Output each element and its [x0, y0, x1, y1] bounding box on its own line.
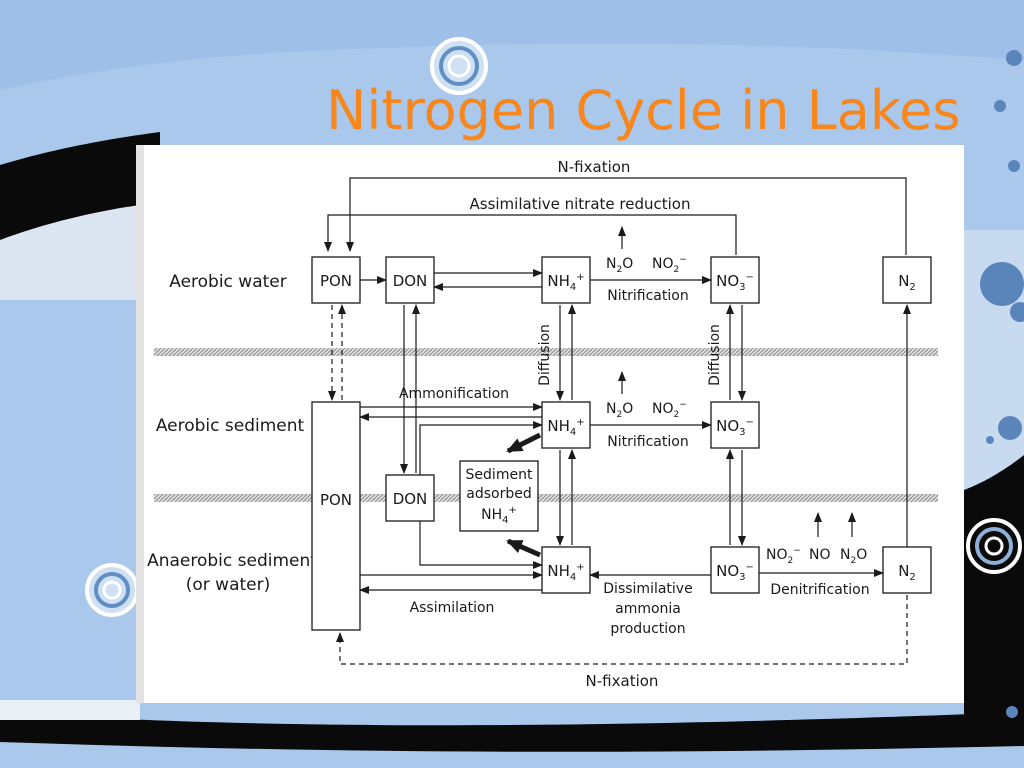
zone-label-anaerobic-sediment: Anaerobic sediment [147, 551, 317, 571]
label-sediment-adsorbed-3: NH4+ [481, 505, 517, 526]
label-nh4-aerobic-sediment: NH4+ [547, 417, 584, 438]
dot-ornaments [980, 50, 1024, 718]
label-no3-water: NO3− [716, 272, 754, 293]
box-don-sediment [385, 474, 435, 522]
label-no2-denitrification: NO2− [766, 546, 801, 566]
label-dissimilative-1: Dissimilative [603, 581, 692, 597]
box-pon-sediment [311, 401, 361, 631]
oxic-anoxic-boundary [154, 494, 938, 502]
arrow-don-to-nh4-sediment [419, 421, 543, 475]
ring-ornament-right [966, 518, 1022, 574]
label-n-fixation-top: N-fixation [558, 158, 631, 176]
arrow-assimilative-nitrate-reduction [324, 214, 737, 255]
label-assimilation: Assimilation [410, 600, 495, 616]
label-no3-anaerobic: NO3− [716, 562, 754, 583]
label-n2-anaerobic: N2 [898, 562, 916, 583]
box-nh4-aerobic-sediment [541, 401, 591, 449]
zone-label-aerobic-sediment: Aerobic sediment [156, 416, 305, 436]
label-assimilative-nitrate-reduction: Assimilative nitrate reduction [470, 195, 691, 213]
label-pon-water: PON [320, 272, 352, 290]
label-sediment-adsorbed-2: adsorbed [466, 486, 531, 502]
arrow-n-fixation-bottom [336, 595, 908, 665]
label-nh4-water: NH4+ [547, 272, 584, 293]
box-nh4-anaerobic [541, 546, 591, 594]
ring-ornament-top [430, 37, 488, 95]
box-n2-water [882, 256, 932, 304]
label-no2-water: NO2− [652, 255, 687, 275]
label-nitrification-sediment: Nitrification [607, 434, 688, 450]
arrow-nh4-to-adsorbed [506, 432, 542, 454]
zone-label-aerobic-water: Aerobic water [169, 272, 287, 292]
box-sediment-adsorbed-nh4 [459, 460, 539, 532]
label-n2o-water: N2O [606, 256, 633, 275]
zone-label-or-water: (or water) [186, 575, 271, 595]
label-n2o-sediment: N2O [606, 401, 633, 420]
label-n2-water: N2 [898, 272, 916, 293]
box-nh4-water [541, 256, 591, 304]
label-nh4-anaerobic: NH4+ [547, 562, 584, 583]
label-don-sediment: DON [393, 490, 428, 508]
label-dissimilative-3: production [610, 621, 685, 637]
label-no2-sediment: NO2− [652, 400, 687, 420]
label-sediment-adsorbed-1: Sediment [466, 467, 533, 483]
label-diffusion-nh4: Diffusion [537, 324, 553, 386]
nitrogen-cycle-diagram: Aerobic water Aerobic sediment Anaerobic… [136, 145, 964, 703]
box-no3-anaerobic [710, 546, 760, 594]
label-no-denitrification: NO [809, 547, 831, 563]
ring-ornament-left [85, 563, 139, 617]
label-no3-aerobic-sediment: NO3− [716, 417, 754, 438]
slide-title: Nitrogen Cycle in Lakes [326, 79, 961, 142]
arrow-don-to-nh4-anaerobic [419, 521, 543, 569]
box-no3-water [710, 256, 760, 304]
label-dissimilative-2: ammonia [615, 601, 681, 617]
label-don-water: DON [393, 272, 428, 290]
label-n2o-denitrification: N2O [840, 547, 867, 566]
arrow-nh4-anaerobic-to-adsorbed [506, 538, 542, 558]
label-denitrification: Denitrification [770, 582, 869, 598]
water-sediment-boundary [154, 348, 938, 356]
label-pon-sediment: PON [320, 491, 352, 509]
label-ammonification: Ammonification [399, 386, 509, 402]
label-diffusion-no3: Diffusion [707, 324, 723, 386]
label-nitrification-water: Nitrification [607, 288, 688, 304]
label-n-fixation-bottom: N-fixation [586, 672, 659, 690]
